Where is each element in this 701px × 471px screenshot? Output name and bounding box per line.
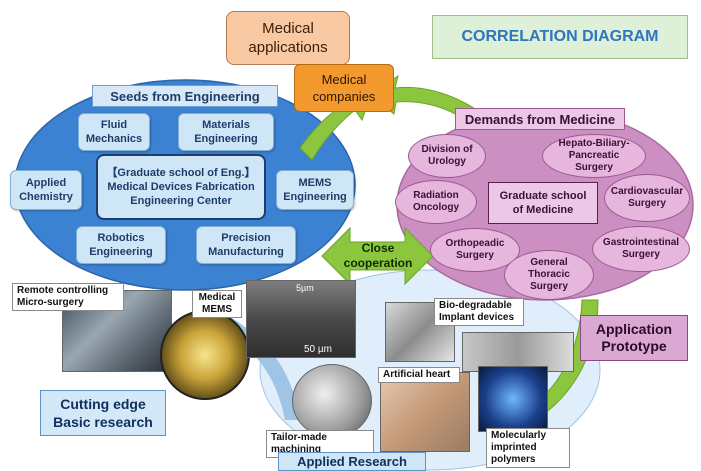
application-prototype-box: Application Prototype — [580, 315, 688, 361]
cell-applied-chemistry-label: Applied Chemistry — [19, 177, 73, 203]
scale-50um: 50 µm — [304, 344, 332, 355]
medicine-center-label: Graduate school of Medicine — [499, 190, 587, 216]
dept-thoracic-label: General Thoracic Surgery — [528, 257, 570, 292]
dept-urology: Division of Urology — [408, 134, 486, 178]
medical-applications-box: Medical applications — [226, 11, 350, 65]
caption-biodegradable-text: Bio-degradable Implant devices — [439, 300, 515, 323]
applied-research-label: Applied Research — [297, 454, 407, 469]
close-cooperation-label: Close cooperation — [336, 236, 420, 276]
caption-tailor-made-text: Tailor-made machining — [271, 432, 327, 455]
cutting-edge-box: Cutting edge Basic research — [40, 390, 166, 436]
photo-artificial-heart — [380, 372, 470, 452]
dept-urology-label: Division of Urology — [421, 144, 473, 167]
cell-mems-engineering: MEMS Engineering — [276, 170, 354, 210]
engineering-header: Seeds from Engineering — [92, 85, 278, 107]
engineering-center-box: 【Graduate school of Eng.】 Medical Device… — [96, 154, 266, 220]
photo-machined-part — [292, 364, 372, 438]
dept-ortho: Orthopeadic Surgery — [430, 228, 520, 272]
scale-5um-text: 5µm — [296, 283, 314, 293]
caption-medical-mems: Medical MEMS — [192, 290, 242, 318]
photo-mems-device — [160, 310, 250, 400]
dept-hepato: Hepato-Biliary-Pancreatic Surgery — [542, 134, 646, 178]
medicine-header: Demands from Medicine — [455, 108, 625, 130]
cell-precision-manufacturing-label: Precision Manufacturing — [208, 232, 284, 258]
cell-fluid-mechanics-label: Fluid Mechanics — [85, 119, 143, 145]
cutting-edge-label: Cutting edge Basic research — [53, 396, 153, 430]
caption-remote-micro-surgery: Remote controlling Micro-surgery — [12, 283, 124, 311]
photo-implant-tube — [462, 332, 574, 372]
photo-sem-micrograph — [246, 280, 356, 358]
caption-polymers: Molecularly imprinted polymers — [486, 428, 570, 468]
dept-thoracic: General Thoracic Surgery — [504, 250, 594, 300]
cell-fluid-mechanics: Fluid Mechanics — [78, 113, 150, 151]
dept-gastro-label: Gastrointestinal Surgery — [602, 237, 680, 260]
medical-companies-label: Medical companies — [312, 72, 376, 104]
scale-5um: 5µm — [296, 283, 314, 293]
cell-robotics-engineering-label: Robotics Engineering — [89, 232, 153, 258]
photo-polymers — [478, 366, 548, 432]
medicine-header-label: Demands from Medicine — [464, 111, 616, 127]
dept-cardio: Cardiovascular Surgery — [604, 174, 690, 222]
dept-radiation: Radiation Oncology — [395, 180, 477, 224]
cell-robotics-engineering: Robotics Engineering — [76, 226, 166, 264]
caption-artificial-heart-text: Artificial heart — [383, 369, 451, 380]
cell-materials-engineering-label: Materials Engineering — [194, 119, 258, 145]
medical-companies-box: Medical companies — [294, 64, 394, 112]
dept-gastro: Gastrointestinal Surgery — [592, 226, 690, 272]
cell-mems-engineering-label: MEMS Engineering — [283, 177, 347, 203]
cell-materials-engineering: Materials Engineering — [178, 113, 274, 151]
diagram-title: CORRELATION DIAGRAM — [432, 15, 688, 59]
dept-hepato-label: Hepato-Biliary-Pancreatic Surgery — [558, 138, 630, 173]
caption-biodegradable: Bio-degradable Implant devices — [434, 298, 524, 326]
dept-ortho-label: Orthopeadic Surgery — [445, 238, 505, 261]
caption-remote-micro-surgery-text: Remote controlling Micro-surgery — [17, 285, 109, 308]
medicine-center-box: Graduate school of Medicine — [488, 182, 598, 224]
cell-precision-manufacturing: Precision Manufacturing — [196, 226, 296, 264]
engineering-header-label: Seeds from Engineering — [110, 88, 260, 104]
applied-research-box: Applied Research — [278, 452, 426, 471]
dept-radiation-label: Radiation Oncology — [412, 190, 460, 213]
caption-medical-mems-text: Medical MEMS — [198, 292, 236, 315]
caption-polymers-text: Molecularly imprinted polymers — [491, 430, 547, 465]
medical-applications-label: Medical applications — [248, 20, 328, 56]
dept-cardio-label: Cardiovascular Surgery — [610, 186, 684, 209]
application-prototype-label: Application Prototype — [595, 321, 673, 354]
cell-applied-chemistry: Applied Chemistry — [10, 170, 82, 210]
close-cooperation-text: Close cooperation — [343, 241, 413, 270]
engineering-center-label: 【Graduate school of Eng.】 Medical Device… — [106, 167, 256, 207]
scale-50um-text: 50 µm — [304, 344, 332, 355]
diagram-title-text: CORRELATION DIAGRAM — [461, 28, 659, 45]
caption-artificial-heart: Artificial heart — [378, 367, 460, 383]
